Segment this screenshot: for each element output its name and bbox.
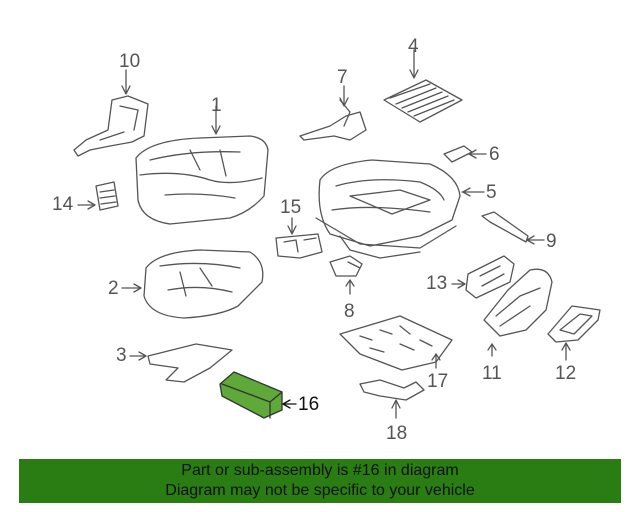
callout-14: 14 — [52, 194, 74, 215]
callout-8: 8 — [344, 301, 355, 322]
info-banner: Part or sub-assembly is #16 in diagram D… — [19, 459, 621, 503]
callout-17: 17 — [427, 371, 449, 392]
part-14-knob — [77, 181, 119, 211]
callout-18: 18 — [386, 423, 408, 444]
part-5-frame — [315, 159, 485, 259]
callout-2: 2 — [108, 278, 119, 299]
part-3-mat — [129, 343, 233, 383]
parts-diagram: 10 1 14 2 3 4 7 6 5 15 9 13 8 11 12 17 1… — [52, 36, 601, 444]
part-12-cover — [547, 305, 601, 361]
parts-diagram-drawing — [73, 49, 601, 419]
callout-3: 3 — [116, 345, 127, 366]
part-15-switch — [275, 217, 323, 259]
callout-11: 11 — [482, 363, 502, 384]
callout-6: 6 — [489, 144, 500, 165]
part-1-cushion — [135, 105, 269, 225]
callout-4: 4 — [408, 36, 419, 57]
part-9-rod — [481, 211, 545, 245]
callout-7: 7 — [337, 67, 348, 88]
part-7-mechanism — [299, 85, 367, 141]
part-10-bracket — [73, 69, 149, 157]
part-16-module — [219, 371, 297, 419]
part-18-bracket — [359, 379, 425, 419]
part-11-trim — [483, 268, 553, 357]
part-4-springs — [383, 49, 463, 123]
callout-5: 5 — [486, 182, 497, 203]
callout-1: 1 — [211, 95, 222, 116]
callout-12: 12 — [555, 363, 577, 384]
part-2-pad — [121, 249, 264, 319]
part-13-panel — [451, 255, 515, 299]
part-17-plate — [339, 315, 453, 371]
callout-9: 9 — [546, 231, 557, 252]
callout-13: 13 — [426, 273, 448, 294]
part-8-motor — [329, 255, 363, 295]
callout-10: 10 — [119, 51, 141, 72]
banner-line-1: Part or sub-assembly is #16 in diagram — [181, 462, 459, 479]
part-6-clip — [443, 145, 487, 163]
banner-line-2: Diagram may not be specific to your vehi… — [165, 482, 475, 499]
callout-15: 15 — [280, 197, 302, 218]
callout-16: 16 — [298, 394, 320, 415]
